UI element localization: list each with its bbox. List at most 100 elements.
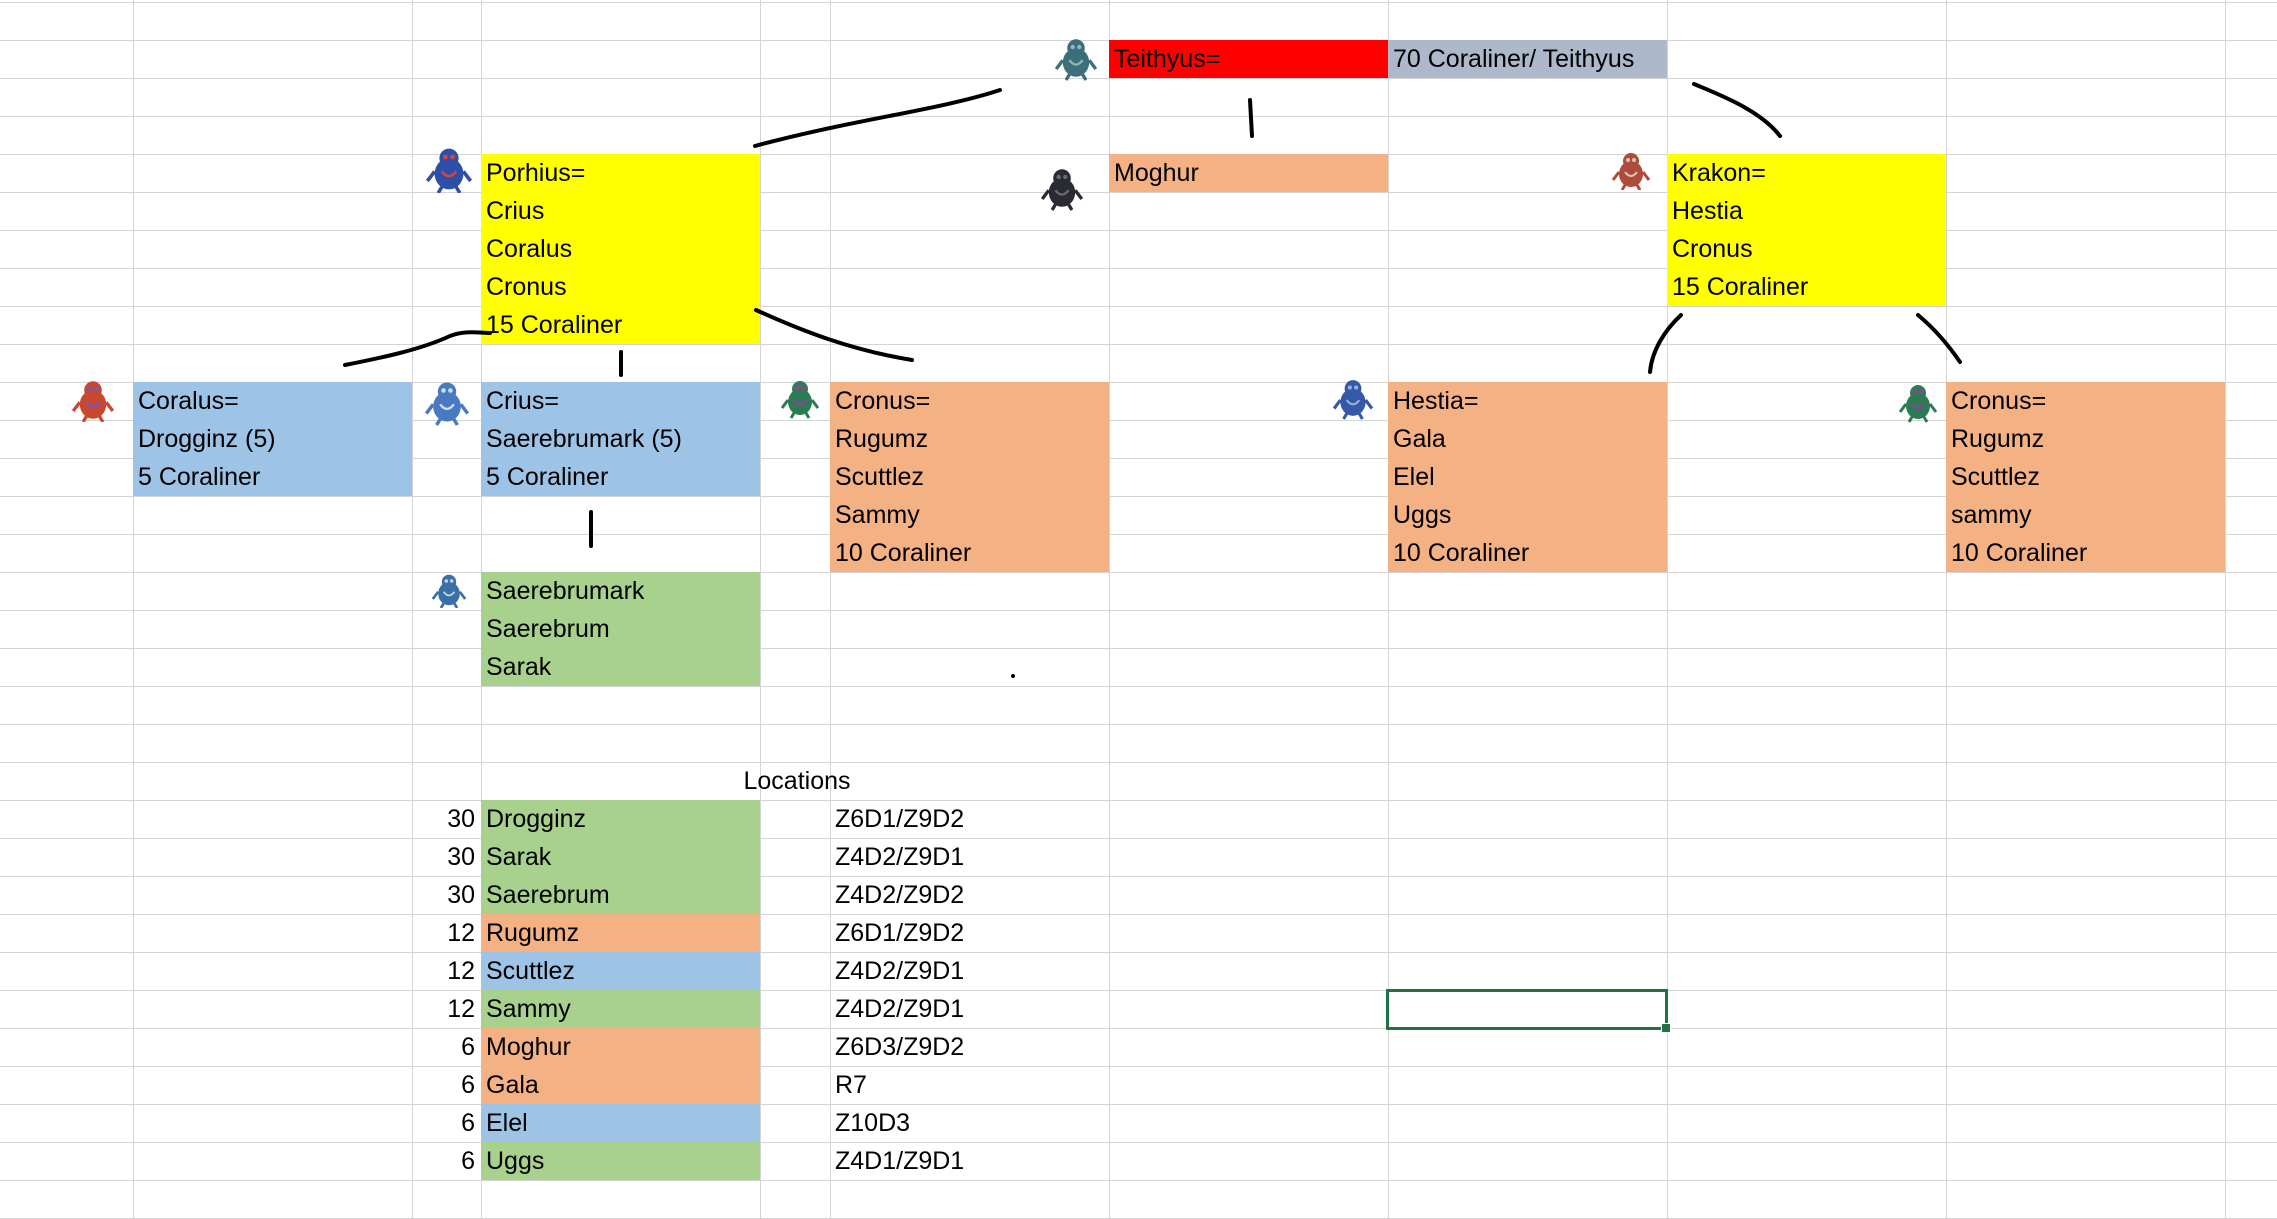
row-gridline — [0, 572, 2277, 573]
location-count-cell[interactable]: 6 — [461, 1109, 475, 1137]
location-count-cell[interactable]: 6 — [461, 1147, 475, 1175]
row-gridline — [0, 876, 2277, 877]
location-code-cell[interactable]: Z4D2/Z9D1 — [835, 957, 965, 985]
crius-line[interactable]: Saerebrumark (5) — [486, 425, 682, 453]
location-count-cell[interactable]: 6 — [461, 1033, 475, 1061]
saerebrumark-line[interactable]: Saerebrum — [486, 615, 610, 643]
location-name-cell[interactable]: Scuttlez — [481, 952, 760, 990]
coralus-sprite-icon — [66, 378, 120, 423]
coralus-block[interactable]: Coralus= Drogginz (5) 5 Coraliner — [133, 382, 412, 496]
crius-block[interactable]: Crius= Saerebrumark (5) 5 Coraliner — [481, 382, 760, 496]
location-code-cell[interactable]: R7 — [835, 1071, 867, 1099]
location-name-cell[interactable]: Sarak — [481, 838, 760, 876]
crius-line[interactable]: Crius= — [486, 387, 559, 415]
coralus-line[interactable]: 5 Coraliner — [138, 463, 261, 491]
coralus-line[interactable]: Coralus= — [138, 387, 239, 415]
krakon-line[interactable]: 15 Coraliner — [1672, 273, 1809, 301]
porhius-line[interactable]: 15 Coraliner — [486, 311, 623, 339]
porhius-sprite-icon — [422, 145, 476, 194]
row-gridline — [0, 344, 2277, 345]
location-count-cell[interactable]: 30 — [447, 843, 475, 871]
cronus-line[interactable]: Scuttlez — [1951, 463, 2040, 491]
krakon-block[interactable]: Krakon= Hestia Cronus 15 Coraliner — [1667, 154, 1946, 306]
teithyus-sprite-icon — [1054, 34, 1098, 82]
location-code-cell[interactable]: Z4D1/Z9D1 — [835, 1147, 965, 1175]
cronus-line[interactable]: Rugumz — [1951, 425, 2045, 453]
row-gridline — [0, 192, 2277, 193]
location-code-cell[interactable]: Z6D3/Z9D2 — [835, 1033, 965, 1061]
porhius-line[interactable]: Crius — [486, 197, 545, 225]
cronus-line[interactable]: Scuttlez — [835, 463, 924, 491]
location-count-cell[interactable]: 12 — [447, 957, 475, 985]
hestia-line[interactable]: 10 Coraliner — [1393, 539, 1530, 567]
saerebrumark-block[interactable]: Saerebrumark Saerebrum Sarak — [481, 572, 760, 686]
location-name-cell[interactable]: Drogginz — [481, 800, 760, 838]
row-gridline — [0, 686, 2277, 687]
location-code-cell[interactable]: Z4D2/Z9D2 — [835, 881, 965, 909]
coralus-line[interactable]: Drogginz (5) — [138, 425, 276, 453]
saerebrumark-line[interactable]: Sarak — [486, 653, 552, 681]
row-gridline — [0, 1180, 2277, 1181]
hestia-line[interactable]: Elel — [1393, 463, 1435, 491]
column-gridline — [1388, 0, 1389, 1219]
cronus-line[interactable]: Sammy — [835, 501, 920, 529]
porhius-line[interactable]: Coralus — [486, 235, 573, 263]
row-gridline — [0, 990, 2277, 991]
location-name-cell[interactable]: Moghur — [481, 1028, 760, 1066]
row-gridline — [0, 648, 2277, 649]
location-code-cell[interactable]: Z4D2/Z9D1 — [835, 843, 965, 871]
location-code-cell[interactable]: Z4D2/Z9D1 — [835, 995, 965, 1023]
column-gridline — [2225, 0, 2226, 1219]
krakon-line[interactable]: Cronus — [1672, 235, 1753, 263]
row-gridline — [0, 382, 2277, 383]
location-name-cell[interactable]: Gala — [481, 1066, 760, 1104]
cronus-line[interactable]: Cronus= — [835, 387, 931, 415]
cronus-line[interactable]: 10 Coraliner — [1951, 539, 2088, 567]
selected-cell[interactable] — [1386, 989, 1671, 1033]
krakon-line[interactable]: Hestia — [1672, 197, 1743, 225]
location-code-cell[interactable]: Z6D1/Z9D2 — [835, 805, 965, 833]
locations-header[interactable]: Locations — [743, 767, 851, 795]
location-count-cell[interactable]: 12 — [447, 919, 475, 947]
krakon-line[interactable]: Krakon= — [1672, 159, 1766, 187]
column-gridline — [1109, 0, 1110, 1219]
location-name-cell[interactable]: Sammy — [481, 990, 760, 1028]
hestia-line[interactable]: Gala — [1393, 425, 1446, 453]
column-gridline — [133, 0, 134, 1219]
row-gridline — [0, 230, 2277, 231]
location-name-cell[interactable]: Elel — [481, 1104, 760, 1142]
saerebrumark-line[interactable]: Saerebrumark — [486, 577, 645, 605]
porhius-line[interactable]: Cronus — [486, 273, 567, 301]
location-count-cell[interactable]: 30 — [447, 805, 475, 833]
location-name-cell[interactable]: Uggs — [481, 1142, 760, 1180]
cronus-line[interactable]: 10 Coraliner — [835, 539, 972, 567]
row-gridline — [0, 1142, 2277, 1143]
cronus-line[interactable]: sammy — [1951, 501, 2032, 529]
row-gridline — [0, 458, 2277, 459]
crius-line[interactable]: 5 Coraliner — [486, 463, 609, 491]
moghur-cell[interactable]: Moghur — [1109, 154, 1388, 192]
cronus-line[interactable]: Rugumz — [835, 425, 929, 453]
cronus-right-block[interactable]: Cronus= Rugumz Scuttlez sammy 10 Coralin… — [1946, 382, 2225, 572]
teithyus-requirement-cell[interactable]: 70 Coraliner/ Teithyus — [1388, 40, 1667, 78]
cronus-left-block[interactable]: Cronus= Rugumz Scuttlez Sammy 10 Coralin… — [830, 382, 1109, 572]
connector-line — [1692, 82, 1782, 138]
cronus-line[interactable]: Cronus= — [1951, 387, 2047, 415]
porhius-block[interactable]: Porhius= Crius Coralus Cronus 15 Coralin… — [481, 154, 760, 344]
hestia-line[interactable]: Uggs — [1393, 501, 1452, 529]
location-count-cell[interactable]: 12 — [447, 995, 475, 1023]
location-code-cell[interactable]: Z6D1/Z9D2 — [835, 919, 965, 947]
location-code-cell[interactable]: Z10D3 — [835, 1109, 911, 1137]
connector-line — [1648, 313, 1683, 374]
teithyus-cell[interactable]: Teithyus= — [1109, 40, 1388, 78]
location-name-cell[interactable]: Rugumz — [481, 914, 760, 952]
porhius-line[interactable]: Porhius= — [486, 159, 586, 187]
location-name-cell[interactable]: Saerebrum — [481, 876, 760, 914]
hestia-block[interactable]: Hestia= Gala Elel Uggs 10 Coraliner — [1388, 382, 1667, 572]
location-count-cell[interactable]: 30 — [447, 881, 475, 909]
location-count-cell[interactable]: 6 — [461, 1071, 475, 1099]
hestia-line[interactable]: Hestia= — [1393, 387, 1479, 415]
column-gridline — [760, 0, 761, 1219]
